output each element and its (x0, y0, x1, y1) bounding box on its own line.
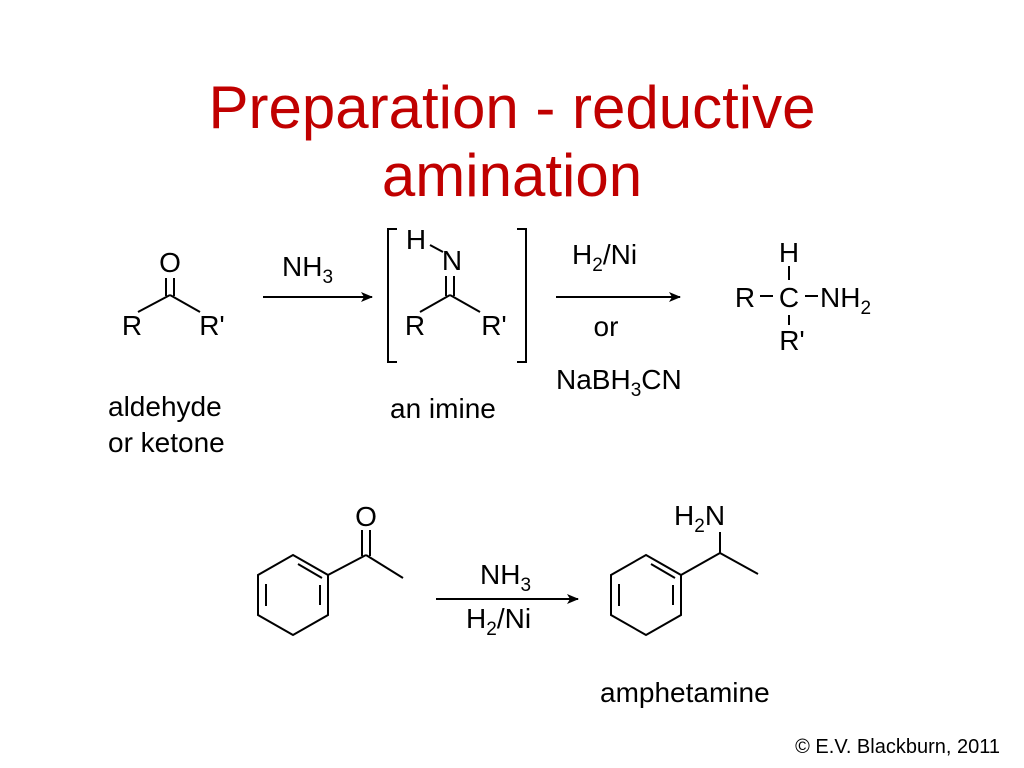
amine-carbon-label: C (779, 282, 799, 313)
copyright-notice: © E.V. Blackburn, 2011 (795, 736, 1000, 758)
imine-r-label: R (405, 310, 425, 341)
arrow-1-reagent: NH3 (282, 251, 333, 288)
amine-nh2-label: NH2 (820, 282, 871, 319)
reactant-label-line-2: or ketone (108, 427, 225, 458)
amine-structure (760, 266, 818, 325)
acetophenone-structure (257, 530, 404, 637)
arrow-2-reagent-hydrogen-nickel: H2/Ni (572, 239, 637, 276)
example-arrow-hydrogen-nickel: H2/Ni (466, 603, 531, 640)
slide-title-line-2: amination (381, 142, 643, 209)
imine-hydrogen-label: H (406, 224, 426, 255)
imine-label: an imine (390, 393, 496, 424)
carbonyl-oxygen-label: O (159, 247, 181, 278)
arrow-2-or-label: or (594, 311, 619, 342)
imine-nitrogen-label: N (442, 245, 462, 276)
acetophenone-oxygen-label: O (355, 501, 377, 532)
amphetamine-amine-label: H2N (674, 500, 725, 537)
imine-structure (419, 244, 481, 313)
amine-hydrogen-label: H (779, 237, 799, 268)
amine-r-label: R (735, 282, 755, 313)
imine-rprime-label: R' (481, 310, 507, 341)
example-arrow-ammonia: NH3 (480, 559, 531, 596)
amphetamine-structure (610, 532, 759, 637)
imine-brackets (387, 228, 527, 363)
slide-title-line-1: Preparation - reductive (208, 74, 816, 141)
amphetamine-label: amphetamine (600, 677, 770, 708)
reactant-label-line-1: aldehyde (108, 391, 222, 422)
arrow-2-reagent-cyanoborohydride: NaBH3CN (556, 364, 682, 401)
carbonyl-rprime-label: R' (199, 310, 225, 341)
carbonyl-structure (137, 278, 201, 313)
carbonyl-r-label: R (122, 310, 142, 341)
amine-rprime-label: R' (779, 325, 805, 356)
